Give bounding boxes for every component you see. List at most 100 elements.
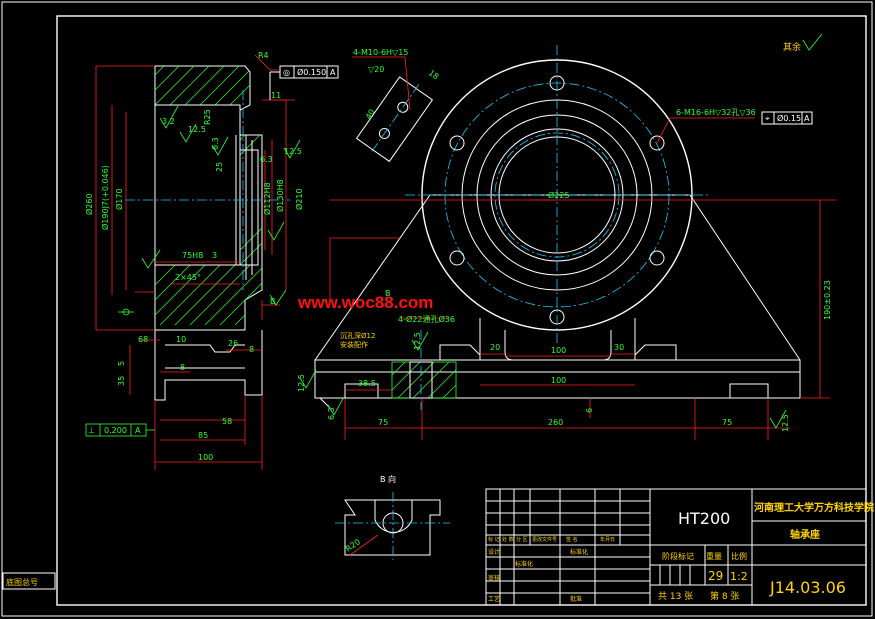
- label-side-thread: 6-M16-6H▽32孔▽36: [676, 108, 756, 117]
- front-view-labels: Ø225 190±0.23 4-M10-6H▽15 ▽20 6-M16-6H▽3…: [297, 41, 832, 432]
- rough-25: 25: [215, 162, 224, 172]
- title-sheets-total: 共 13 张: [658, 591, 693, 602]
- role-check: 审核: [488, 574, 500, 582]
- dim-5: 5: [117, 361, 126, 366]
- dim-75-left: 75: [378, 418, 388, 427]
- row-label-2: 处 数: [502, 536, 514, 543]
- rough-12-5-d: 12.5: [297, 374, 306, 392]
- tol-left-symbol: ◎: [283, 68, 290, 77]
- dim-100-bottom: 100: [198, 453, 213, 462]
- dim-b-marker: B: [385, 289, 391, 298]
- dim-r4: R4: [258, 51, 269, 60]
- left-stamp-box: [2, 572, 56, 590]
- dim-8: 8: [249, 345, 254, 354]
- row-label-6: 年月日: [600, 536, 615, 543]
- dim-75-right: 75: [722, 418, 732, 427]
- title-stage-label: 阶段标记: [662, 551, 694, 561]
- tol-right-datum: A: [804, 114, 810, 123]
- dim-38-5: 38.5: [358, 379, 376, 388]
- dim-260: 260: [548, 418, 563, 427]
- dim-d112: Ø112H8: [262, 182, 272, 215]
- rough-3-2: 3.2: [162, 117, 175, 126]
- tol-left-value: Ø0.150: [297, 67, 326, 77]
- label-top-thread-2: ▽20: [368, 65, 384, 74]
- dim-section-b: B: [270, 297, 276, 306]
- row-label-4: 更改文件号: [532, 536, 557, 543]
- dim-6: 6: [585, 408, 594, 413]
- title-part-name: 轴承座: [790, 528, 820, 541]
- tol-bottom-value: 0.200: [104, 426, 127, 435]
- dim-20-left: 20: [490, 343, 500, 352]
- dim-d170: Ø170: [114, 188, 124, 210]
- dim-190-023: 190±0.23: [823, 280, 832, 320]
- role-standard: 标准化: [570, 548, 588, 556]
- row-label-5: 签 名: [566, 536, 578, 543]
- dim-d130: Ø130H8: [275, 179, 285, 212]
- rough-12-5-b: 12.5: [284, 147, 302, 156]
- title-scale-label: 比例: [731, 551, 747, 561]
- tol-left-datum: A: [330, 68, 336, 77]
- title-material: HT200: [678, 509, 730, 528]
- label-counterbore-2: 安装配作: [340, 340, 368, 349]
- dim-100-low: 100: [551, 376, 566, 385]
- title-scale-value: 1:2: [730, 570, 748, 583]
- rough-12-5-e: 12.5: [781, 414, 790, 432]
- rough-6-3-c: 6.3: [327, 407, 336, 420]
- dim-68: 68: [138, 335, 148, 344]
- dim-d260: Ø260: [84, 193, 94, 215]
- dim-10: 10: [176, 335, 186, 344]
- roughness-note: 其余: [783, 41, 801, 53]
- dim-8-left: 8: [180, 363, 185, 372]
- dim-40: 40: [364, 108, 377, 121]
- label-holes: 4-Ø22通孔Ø36: [398, 314, 455, 324]
- title-weight-label: 重量: [706, 551, 722, 561]
- title-weight-value: 29: [708, 569, 723, 583]
- section-view-labels: Ø260 Ø190J7(+0.046) Ø170 Ø210 Ø130H8 Ø11…: [84, 51, 336, 462]
- dim-11: 11: [271, 91, 281, 100]
- title-sheet-no: 第 8 张: [710, 590, 739, 602]
- tol-bottom-datum: A: [135, 426, 141, 435]
- dim-d210: Ø210: [294, 188, 304, 210]
- std-check: 标准化: [515, 560, 533, 568]
- dim-chamfer: 2×45°: [175, 273, 201, 282]
- dim-35: 35: [117, 376, 126, 386]
- view-b-label: B 向: [380, 474, 396, 484]
- dim-100-top: 100: [551, 346, 566, 355]
- dim-r20: R20: [344, 537, 362, 553]
- dim-3: 3: [212, 251, 217, 260]
- dim-75h: 75H8: [182, 251, 203, 260]
- label-counterbore-1: 沉孔深Ø12: [340, 331, 375, 340]
- rough-6-3-b: 6.3: [260, 155, 273, 164]
- dim-26: 26: [228, 339, 238, 348]
- b-view: R20 B 向: [335, 474, 450, 560]
- tol-bottom-symbol: ⊥: [88, 426, 95, 435]
- role-approve: 批准: [570, 595, 582, 603]
- inner-border: [56, 15, 867, 606]
- front-view: [299, 33, 836, 440]
- dim-d190: Ø190J7(+0.046): [100, 165, 110, 230]
- rough-6-3-a: 6.3: [211, 137, 220, 150]
- title-block: HT200 河南理工大学万方科技学院 轴承座 J14.03.06 重量 比例 阶…: [485, 488, 874, 606]
- dim-d225: Ø225: [548, 190, 570, 200]
- tol-right-value: Ø0.15: [777, 113, 801, 123]
- dim-58: 58: [222, 417, 232, 426]
- watermark: www.woc88.com: [297, 293, 433, 312]
- dim-r25: R25: [203, 109, 212, 125]
- row-label-1: 标 记: [488, 536, 500, 543]
- role-design: 设计: [488, 548, 500, 556]
- rough-12-5-a: 12.5: [188, 125, 206, 134]
- title-school: 河南理工大学万方科技学院: [754, 501, 874, 514]
- tol-right-symbol: ⌖: [765, 114, 770, 123]
- dim-85: 85: [198, 431, 208, 440]
- rough-12-5-c: 12.5: [413, 332, 422, 350]
- label-top-thread: 4-M10-6H▽15: [353, 48, 408, 57]
- row-label-3: 分 区: [516, 536, 528, 543]
- section-view: [85, 54, 429, 470]
- title-drawing-no: J14.03.06: [769, 578, 846, 597]
- left-stamp-text: 底图总号: [6, 577, 38, 587]
- role-craft: 工艺: [488, 595, 500, 603]
- dim-18: 18: [427, 68, 441, 81]
- dim-30: 30: [614, 343, 624, 352]
